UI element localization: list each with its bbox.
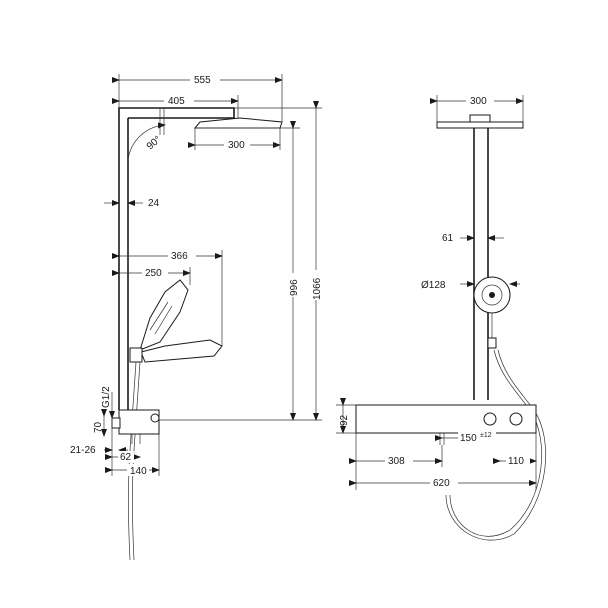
dim-g12: G1/2 [101,386,115,419]
dim-110: 110 [493,433,537,490]
dim-label-150: 150 [460,433,477,444]
thermostat-front [355,404,537,445]
side-view: 555 405 90° 300 24 366 [70,73,323,561]
dim-label-1066: 1066 [312,277,323,300]
dim-21-26: 21-26 [70,445,128,456]
dim-label-996: 996 [289,279,300,296]
dim-366: 366 [112,249,223,346]
dim-label-250: 250 [145,268,162,279]
dim-996: 996 [280,121,300,421]
dim-label-140: 140 [130,466,147,477]
overhead-shower-front [436,114,524,129]
front-view: 300 61 Ø128 92 308 150 [336,94,547,541]
dim-label-620: 620 [433,478,450,489]
dim-label-21-26: 21-26 [70,445,96,456]
dim-405: 405 [112,94,239,118]
dim-70: 70 [93,409,107,437]
riser-front [473,128,489,400]
dim-150: 150 ±12 [435,431,496,444]
dim-300-side: 300 [188,128,281,151]
dim-label-150-tol: ±12 [480,432,492,439]
overhead-shower-side [193,117,283,129]
dim-61: 61 [442,233,504,244]
dim-128: Ø128 [421,280,520,291]
dim-label-555: 555 [194,75,211,86]
dim-label-308: 308 [388,456,405,467]
hand-shower-side [128,279,223,561]
dim-label-62: 62 [120,452,132,463]
dim-label-92: 92 [339,414,350,426]
dim-label-405: 405 [168,96,185,107]
dim-label-110: 110 [508,456,524,467]
dim-555: 555 [112,73,283,122]
dim-label-24: 24 [148,198,160,209]
dim-308: 308 [349,433,443,490]
dim-label-366: 366 [171,251,188,262]
dim-label-g12: G1/2 [101,386,112,408]
dim-label-300-front: 300 [470,96,487,107]
dim-250: 250 [112,266,191,285]
dim-label-300-side: 300 [228,140,245,151]
thermostat-side [111,409,160,444]
riser-pipe [118,118,129,410]
dim-140: 140 [105,418,160,477]
dim-24: 24 [104,198,160,209]
dim-label-128: Ø128 [421,280,446,291]
dim-92: 92 [336,398,356,434]
dim-1066: 1066 [159,101,323,421]
dim-620: 620 [349,476,537,489]
hand-shower-front [445,276,547,541]
dim-label-90: 90° [145,134,164,152]
dim-62: 62 [105,451,141,463]
dim-90-angle: 90° [127,122,166,161]
dim-label-61: 61 [442,233,454,244]
dim-300-front: 300 [430,94,524,122]
dim-label-70: 70 [93,421,104,433]
